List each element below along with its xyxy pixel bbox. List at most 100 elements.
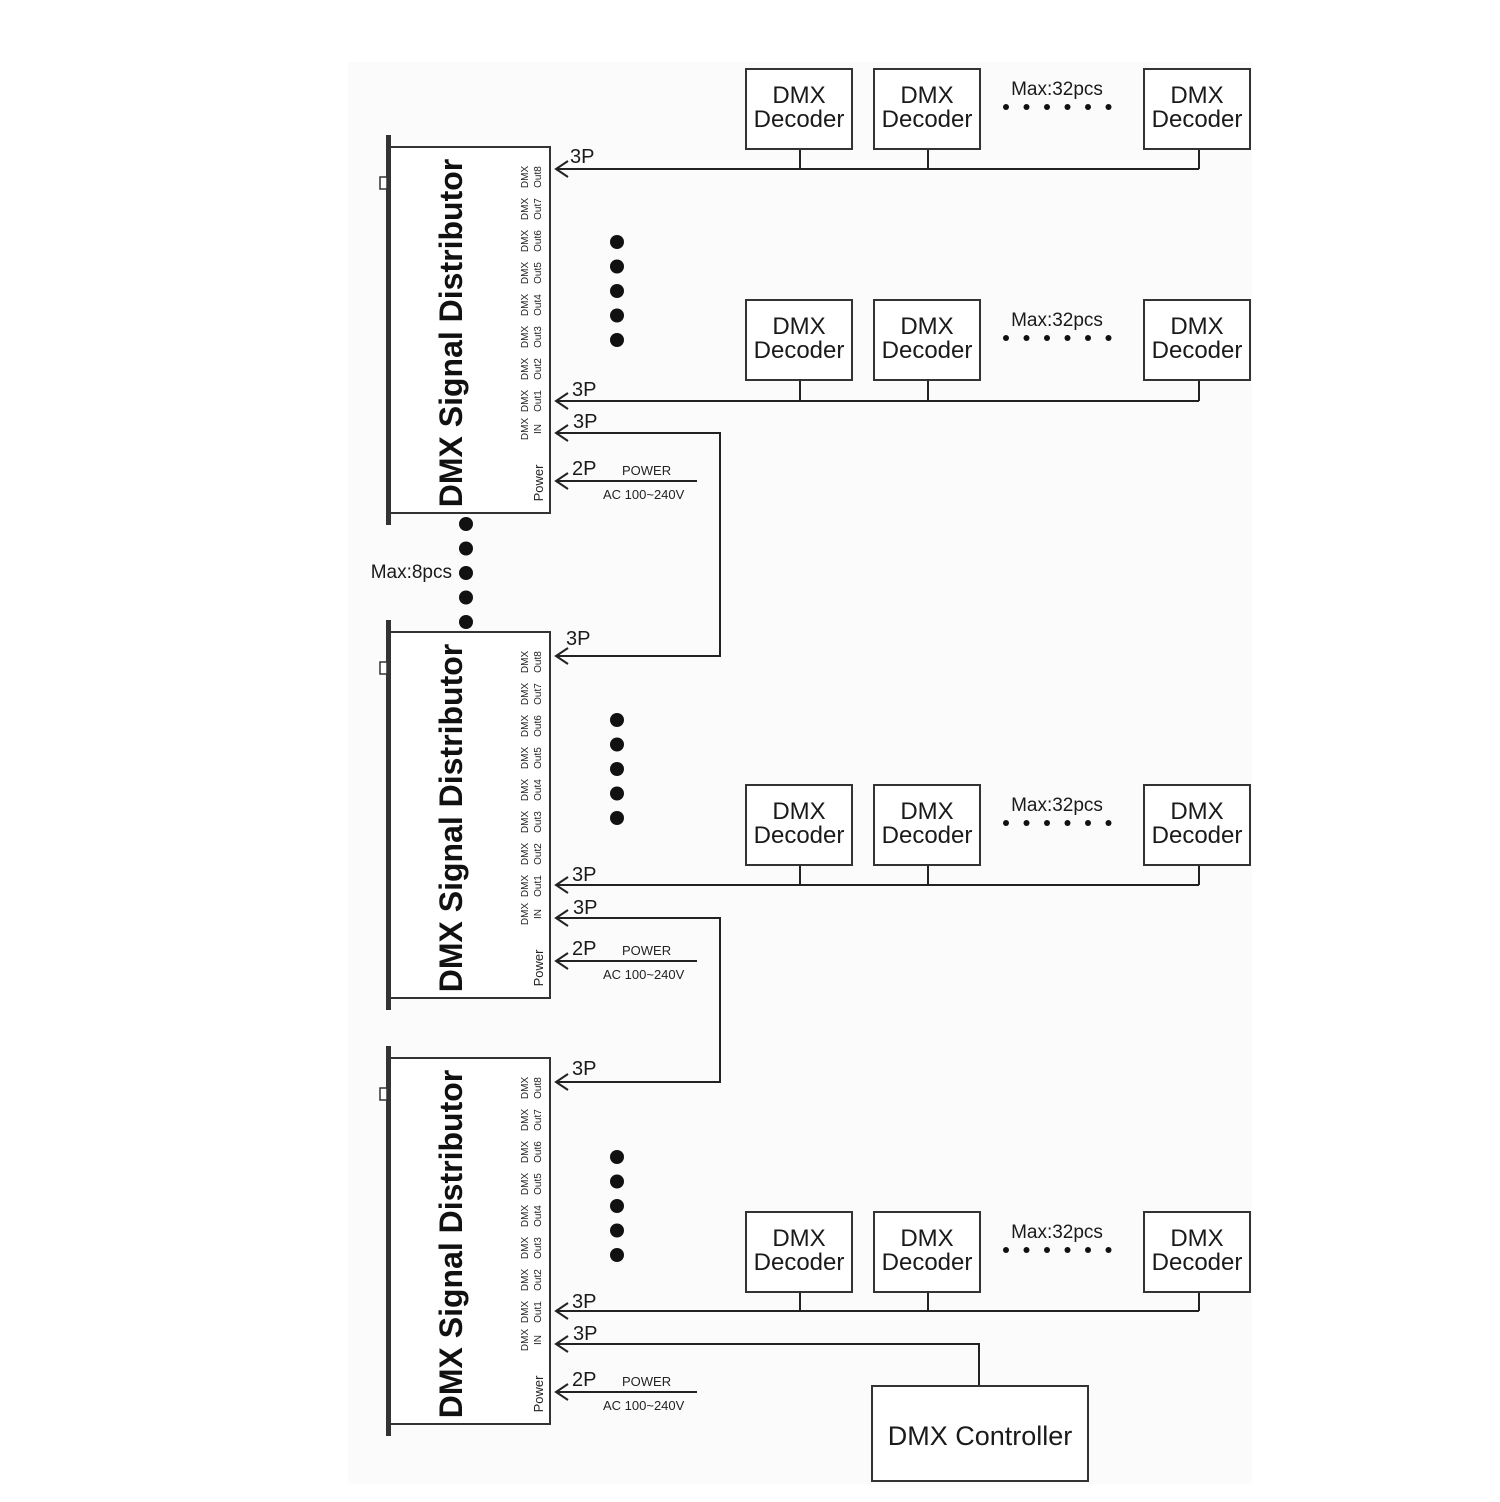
ellipsis-dot bbox=[1085, 104, 1091, 110]
ellipsis-dot bbox=[459, 566, 473, 580]
distributor-title: DMX Signal Distributor bbox=[433, 1070, 469, 1418]
ellipsis-dot bbox=[459, 517, 473, 531]
power-spec-label: AC 100~240V bbox=[603, 967, 685, 982]
ellipsis-dot bbox=[610, 235, 624, 249]
port-label-top: DMX bbox=[520, 198, 531, 221]
port-label-bottom: Out3 bbox=[533, 326, 544, 348]
decoder-label-line1: DMX bbox=[772, 798, 825, 825]
port-label-bottom: Out1 bbox=[533, 1301, 544, 1323]
power-label: POWER bbox=[622, 943, 671, 958]
ellipsis-dot bbox=[1085, 1247, 1091, 1253]
mounting-flange bbox=[386, 135, 391, 525]
dmx-controller: DMX Controller bbox=[871, 1385, 1089, 1482]
distributor-box bbox=[389, 1057, 551, 1425]
decoder-label-line2: Decoder bbox=[882, 822, 973, 849]
port-label-top: DMX bbox=[520, 1237, 531, 1260]
flange-tab bbox=[379, 1087, 388, 1101]
port-label-top: DMX bbox=[520, 715, 531, 738]
flange-tab bbox=[379, 661, 388, 675]
port-label-bottom: Out1 bbox=[533, 875, 544, 897]
ellipsis-dot bbox=[1003, 1247, 1009, 1253]
decoder-label-line1: DMX bbox=[1170, 1225, 1223, 1252]
distributor-box bbox=[389, 631, 551, 999]
port-label-top: DMX bbox=[520, 651, 531, 674]
ellipsis-dot bbox=[610, 284, 624, 298]
port-label-top: DMX bbox=[520, 747, 531, 770]
distributor-box bbox=[389, 146, 551, 514]
port-label-top: DMX bbox=[520, 230, 531, 253]
connector-2p-label: 2P bbox=[572, 458, 596, 480]
ellipsis-dot bbox=[459, 590, 473, 605]
port-label-top: DMX bbox=[520, 294, 531, 317]
max-decoders-label: Max:32pcs bbox=[1011, 310, 1103, 331]
port-label-top: DMX bbox=[520, 1109, 531, 1132]
decoder-label-line1: DMX bbox=[900, 798, 953, 825]
port-label-top: DMX bbox=[520, 358, 531, 381]
port-label-bottom: Out4 bbox=[533, 779, 544, 801]
decoder-label-line2: Decoder bbox=[882, 1249, 973, 1276]
port-label-bottom: Out5 bbox=[533, 747, 544, 769]
ellipsis-dot bbox=[1044, 335, 1050, 341]
port-label-bottom: Out1 bbox=[533, 390, 544, 412]
power-label: POWER bbox=[622, 463, 671, 478]
ellipsis-dot bbox=[610, 1174, 624, 1189]
port-label-bottom: Out8 bbox=[533, 166, 544, 188]
power-spec-label: AC 100~240V bbox=[603, 487, 685, 502]
port-label-bottom: Out2 bbox=[533, 843, 544, 865]
connector-3p-label: 3P bbox=[572, 1058, 596, 1080]
port-label-bottom: Out6 bbox=[533, 715, 544, 737]
decoder-box bbox=[745, 68, 853, 150]
port-label-power: Power bbox=[531, 464, 546, 502]
ellipsis-dot bbox=[1044, 820, 1050, 826]
decoder-label-line2: Decoder bbox=[882, 106, 973, 133]
decoder-label-line1: DMX bbox=[900, 1225, 953, 1252]
decoder-label-line2: Decoder bbox=[754, 337, 845, 364]
ellipsis-dot bbox=[1064, 1247, 1071, 1253]
power-spec-label: AC 100~240V bbox=[603, 1398, 685, 1413]
dmx-controller-cable bbox=[556, 1343, 980, 1386]
port-label-top: DMX bbox=[520, 683, 531, 706]
port-label-top: DMX bbox=[520, 390, 531, 413]
ellipsis-dot bbox=[1105, 1247, 1112, 1253]
connector-3p-label: 3P bbox=[566, 628, 590, 650]
port-label-top: DMX bbox=[520, 811, 531, 834]
distributor-title: DMX Signal Distributor bbox=[433, 644, 469, 992]
connector-2p-label: 2P bbox=[572, 1369, 596, 1391]
ellipsis-dot bbox=[610, 1223, 624, 1238]
port-label-bottom: Out8 bbox=[533, 1077, 544, 1099]
port-label-bottom: Out8 bbox=[533, 651, 544, 673]
port-label-bottom: Out4 bbox=[533, 1205, 544, 1227]
connector-2p-label: 2P bbox=[572, 938, 596, 960]
dmx-link-cable bbox=[556, 917, 721, 1083]
arrowhead bbox=[554, 647, 569, 665]
ellipsis-dot bbox=[1105, 820, 1112, 826]
connector-3p-label: 3P bbox=[572, 864, 596, 886]
decoder-box bbox=[1143, 784, 1251, 866]
max-decoders-label: Max:32pcs bbox=[1011, 79, 1103, 100]
dmx-link-cable bbox=[556, 432, 721, 657]
decoder-box bbox=[873, 784, 981, 866]
decoder-label-line2: Decoder bbox=[1152, 106, 1243, 133]
port-label-input-top: DMX bbox=[520, 418, 531, 441]
port-label-bottom: Out2 bbox=[533, 358, 544, 380]
ellipsis-dot bbox=[1105, 104, 1112, 110]
ellipsis-dot bbox=[1044, 104, 1050, 110]
port-label-bottom: Out3 bbox=[533, 1237, 544, 1259]
port-label-bottom: Out7 bbox=[533, 683, 544, 705]
decoder-label-line1: DMX bbox=[1170, 313, 1223, 340]
ellipsis-dot bbox=[1064, 104, 1071, 110]
ellipsis-dot bbox=[1003, 820, 1009, 826]
distributor-title: DMX Signal Distributor bbox=[433, 159, 469, 507]
port-label-top: DMX bbox=[520, 1141, 531, 1164]
